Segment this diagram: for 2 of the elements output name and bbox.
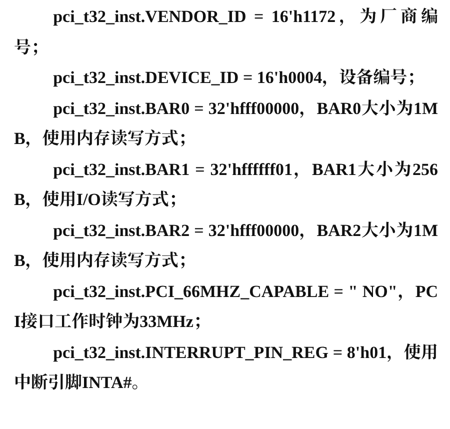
code-paragraph: pci_t32_inst.DEVICE_ID = 16'h0004，设备编号； xyxy=(52,67,426,89)
code-paragraph: pci_t32_inst.INTERRUPT_PIN_REG = 8'h01，使用中断引脚INTA#。 xyxy=(14,342,438,394)
